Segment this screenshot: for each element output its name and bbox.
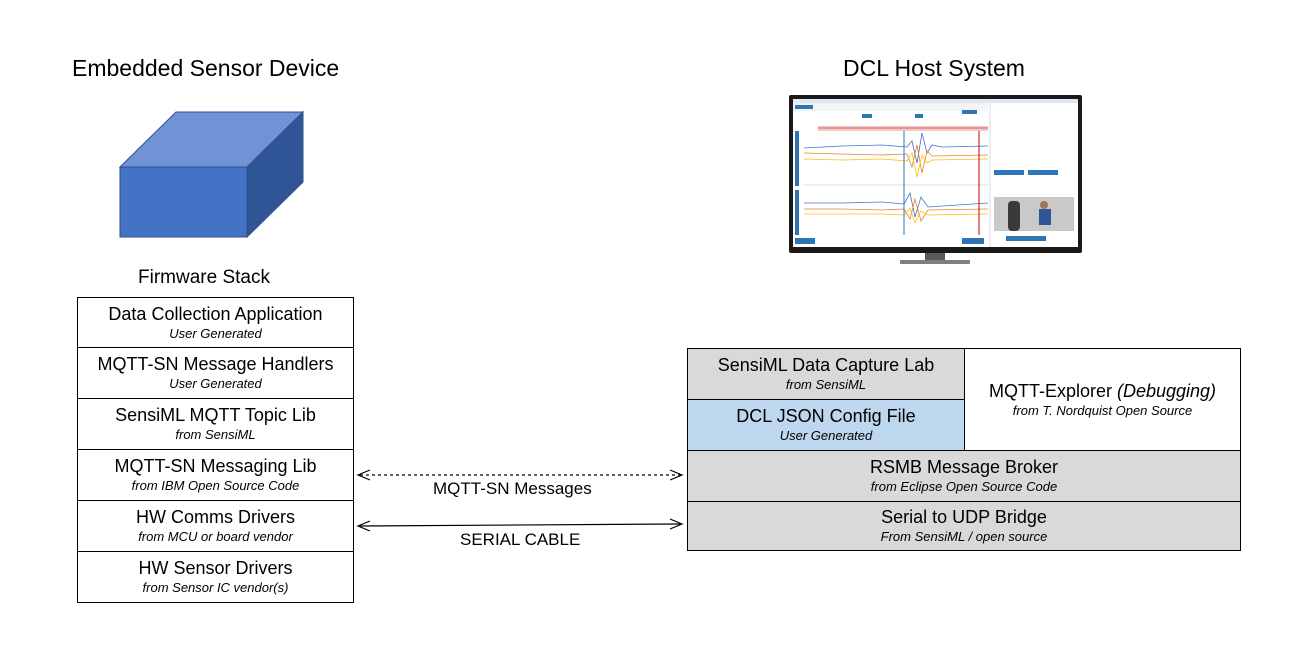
layer-source-note: from T. Nordquist Open Source [1012,402,1193,418]
device-title: Embedded Sensor Device [72,55,340,81]
layer-label: Data Collection Application [108,303,323,324]
stack-layer-hw-sensor-drivers: HW Sensor Drivers from Sensor IC vendor(… [77,551,354,603]
firmware-stack-title: Firmware Stack [138,267,270,288]
layer-source-note: from Sensor IC vendor(s) [142,580,289,595]
layer-source-note: from SensiML [175,427,256,442]
host-layer-dcl: SensiML Data Capture Lab from SensiML [687,348,965,400]
layer-source-note: from SensiML [785,377,867,392]
cube-front-face [119,166,248,238]
layer-source-note: User Generated [169,376,262,391]
layer-source-note: From SensiML / open source [880,529,1048,544]
mqtt-sn-messages-label: MQTT-SN Messages [433,479,592,498]
cube-side-face [246,110,304,239]
layer-label: HW Sensor Drivers [138,558,293,578]
host-layer-rsmb-broker: RSMB Message Broker from Eclipse Open So… [687,450,1241,502]
stack-layer-data-collection-app: Data Collection Application User Generat… [77,297,354,348]
host-layer-serial-udp-bridge: Serial to UDP Bridge From SensiML / open… [687,501,1241,551]
layer-label: SensiML MQTT Topic Lib [115,405,316,425]
stack-layer-hw-comms-drivers: HW Comms Drivers from MCU or board vendo… [77,500,354,552]
layer-label: MQTT-SN Messaging Lib [114,456,317,476]
explorer-label: MQTT-Explorer [988,380,1112,401]
host-layer-json-config: DCL JSON Config File User Generated [687,399,965,451]
layer-label: DCL JSON Config File [736,406,916,426]
layer-label: Serial to UDP Bridge [881,507,1047,527]
layer-source-note: from MCU or board vendor [138,529,293,544]
explorer-label-suffix: (Debugging) [1116,380,1217,401]
layer-label: HW Comms Drivers [136,507,295,527]
stack-layer-mqtt-sn-handlers: MQTT-SN Message Handlers User Generated [77,347,354,399]
serial-cable-label: SERIAL CABLE [460,530,581,549]
host-monitor-image [782,93,1088,265]
cube-top-face [118,111,305,168]
stack-layer-mqtt-sn-messaging-lib: MQTT-SN Messaging Lib from IBM Open Sour… [77,449,354,501]
stack-layer-sensiml-topic-lib: SensiML MQTT Topic Lib from SensiML [77,398,354,450]
layer-source-note: User Generated [779,428,873,443]
layer-source-note: from IBM Open Source Code [131,478,300,493]
host-layer-mqtt-explorer: MQTT-Explorer (Debugging) from T. Nordqu… [964,348,1241,451]
layer-source-note: User Generated [169,325,262,341]
host-title: DCL Host System [843,55,1025,81]
layer-label: MQTT-SN Message Handlers [97,354,334,374]
layer-label: RSMB Message Broker [869,457,1059,477]
layer-label: SensiML Data Capture Lab [717,355,935,375]
layer-label: MQTT-Explorer (Debugging) [989,381,1216,402]
layer-source-note: from Eclipse Open Source Code [870,479,1058,494]
